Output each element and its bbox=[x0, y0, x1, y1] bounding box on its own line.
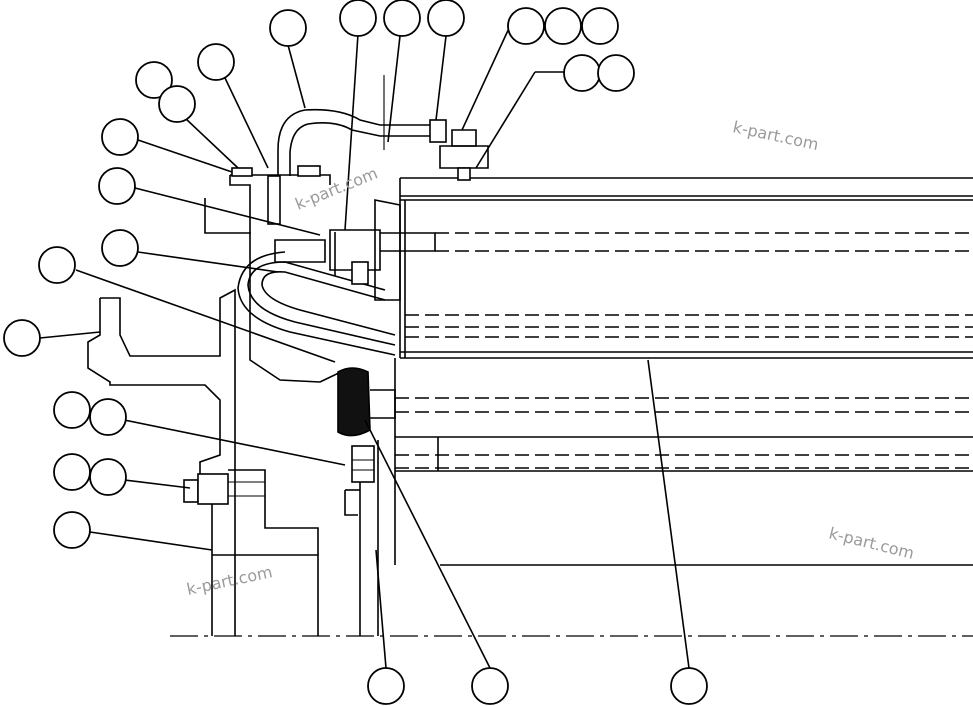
callout-balloon bbox=[89, 458, 127, 496]
watermark-text: k-part.com bbox=[827, 523, 916, 563]
callout-balloon bbox=[563, 54, 601, 92]
watermark-text: k-part.com bbox=[731, 117, 820, 154]
callout-balloon bbox=[471, 667, 509, 705]
callout-balloon bbox=[197, 43, 235, 81]
callout-balloon bbox=[38, 246, 76, 284]
callout-balloon bbox=[670, 667, 708, 705]
callout-balloon bbox=[89, 398, 127, 436]
callout-balloon bbox=[581, 7, 619, 45]
leader-lines bbox=[39, 25, 690, 669]
dashed-hidden-lines bbox=[395, 232, 973, 469]
callout-balloon bbox=[3, 319, 41, 357]
lower-bolt bbox=[183, 473, 265, 505]
top-fittings bbox=[231, 75, 489, 225]
callout-balloons bbox=[3, 0, 708, 705]
callout-balloon bbox=[507, 7, 545, 45]
housing-outline bbox=[394, 177, 973, 566]
callout-balloon bbox=[101, 118, 139, 156]
callout-balloon bbox=[101, 229, 139, 267]
callout-balloon bbox=[158, 85, 196, 123]
callout-balloon bbox=[339, 0, 377, 37]
callout-balloon bbox=[367, 667, 405, 705]
callout-balloon bbox=[98, 167, 136, 205]
watermark-text: k-part.com bbox=[185, 562, 274, 599]
callout-balloon bbox=[383, 0, 421, 37]
callout-balloon bbox=[53, 453, 91, 491]
callout-balloon bbox=[597, 54, 635, 92]
callout-balloon bbox=[53, 391, 91, 429]
callout-balloon bbox=[544, 7, 582, 45]
callout-balloon bbox=[135, 61, 173, 99]
callout-balloon bbox=[269, 9, 307, 47]
hose-loop bbox=[237, 199, 436, 356]
seal-block bbox=[337, 367, 396, 483]
callout-balloon bbox=[427, 0, 465, 37]
callout-balloon bbox=[53, 511, 91, 549]
